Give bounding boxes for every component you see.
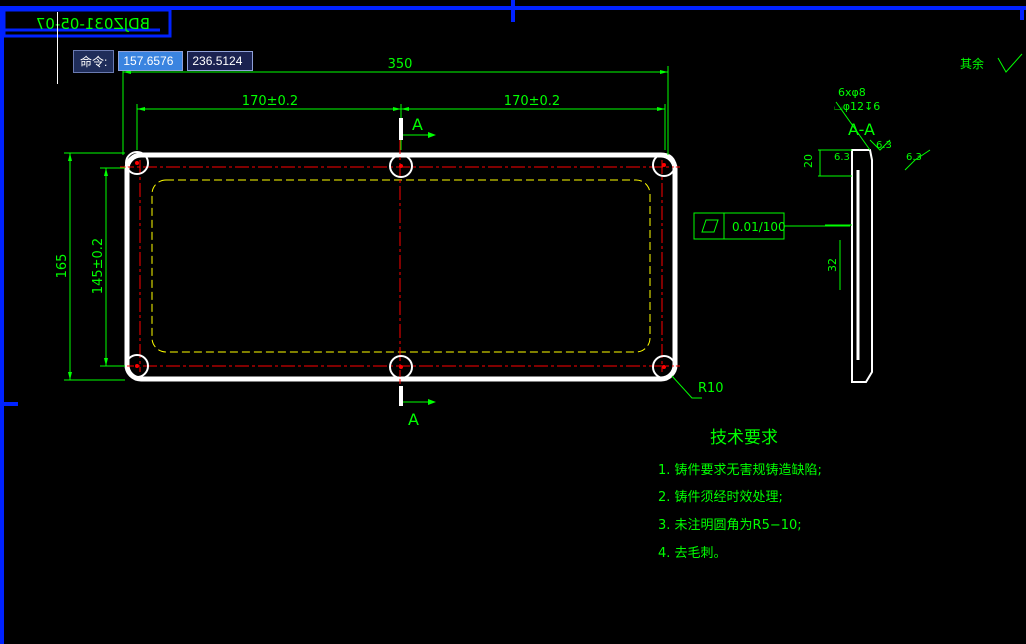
dimension-arrows	[68, 70, 668, 405]
command-input-bar[interactable]: 命令: 157.6576 236.5124	[73, 49, 254, 73]
hole-bottom-left	[125, 354, 149, 378]
cursor-crosshair	[57, 12, 58, 84]
tech-req-item-2: 2. 铸件须经时效处理;	[658, 489, 783, 505]
tech-req-item-3: 3. 未注明圆角为R5−10;	[658, 518, 802, 533]
roughness-value-a: 6.3	[876, 140, 892, 151]
drawing-number: BDJZ031-05-07	[36, 15, 150, 33]
section-view: A-A 6xφ8 ⌴φ12↧6 20 32 6.3 6.3 6.3	[802, 86, 931, 383]
dim-left-spacing: 170±0.2	[242, 94, 298, 109]
flatness-icon	[701, 219, 719, 233]
section-title: A-A	[848, 120, 875, 139]
dim-inner-height: 145±0.2	[91, 238, 106, 294]
dim-overall-height: 165	[55, 254, 70, 279]
tolerance-frame	[693, 212, 850, 240]
roughness-symbol-icon	[997, 53, 1023, 73]
hole-bottom-right	[652, 355, 676, 379]
rest-roughness-label: 其余	[960, 56, 984, 71]
section-label-top: A	[412, 115, 423, 134]
hole-bottom-center	[389, 355, 413, 379]
roughness-value-c: 6.3	[906, 152, 922, 163]
section-depth: 20	[802, 154, 815, 168]
hole-top-center	[389, 154, 413, 178]
dim-right-spacing: 170±0.2	[504, 94, 560, 109]
counterbore-spec: ⌴φ12↧6	[834, 100, 880, 113]
tech-req-title: 技术要求	[710, 428, 778, 448]
tech-req-item-4: 4. 去毛刺。	[658, 546, 727, 561]
tech-req-item-1: 1. 铸件要求无害规铸造缺陷;	[658, 462, 822, 478]
dim-corner-radius: R10	[698, 381, 724, 396]
coord-x-input[interactable]: 157.6576	[118, 51, 184, 71]
hole-pattern	[125, 151, 676, 379]
roughness-value-b: 6.3	[834, 152, 850, 163]
command-label: 命令:	[73, 49, 115, 73]
plate-outline	[124, 152, 678, 382]
holes-spec: 6xφ8	[838, 86, 866, 99]
hole-top-right	[652, 153, 676, 177]
hole-top-left	[125, 151, 149, 175]
coord-y-input[interactable]: 236.5124	[187, 51, 254, 71]
tolerance-value: 0.01/100	[732, 220, 786, 234]
title-block-box	[2, 8, 172, 38]
inner-hidden-contour	[151, 179, 651, 353]
dim-overall-width: 350	[388, 57, 413, 72]
hole-centers	[135, 161, 666, 369]
section-thickness: 32	[826, 258, 839, 272]
section-label-bottom: A	[408, 410, 419, 429]
